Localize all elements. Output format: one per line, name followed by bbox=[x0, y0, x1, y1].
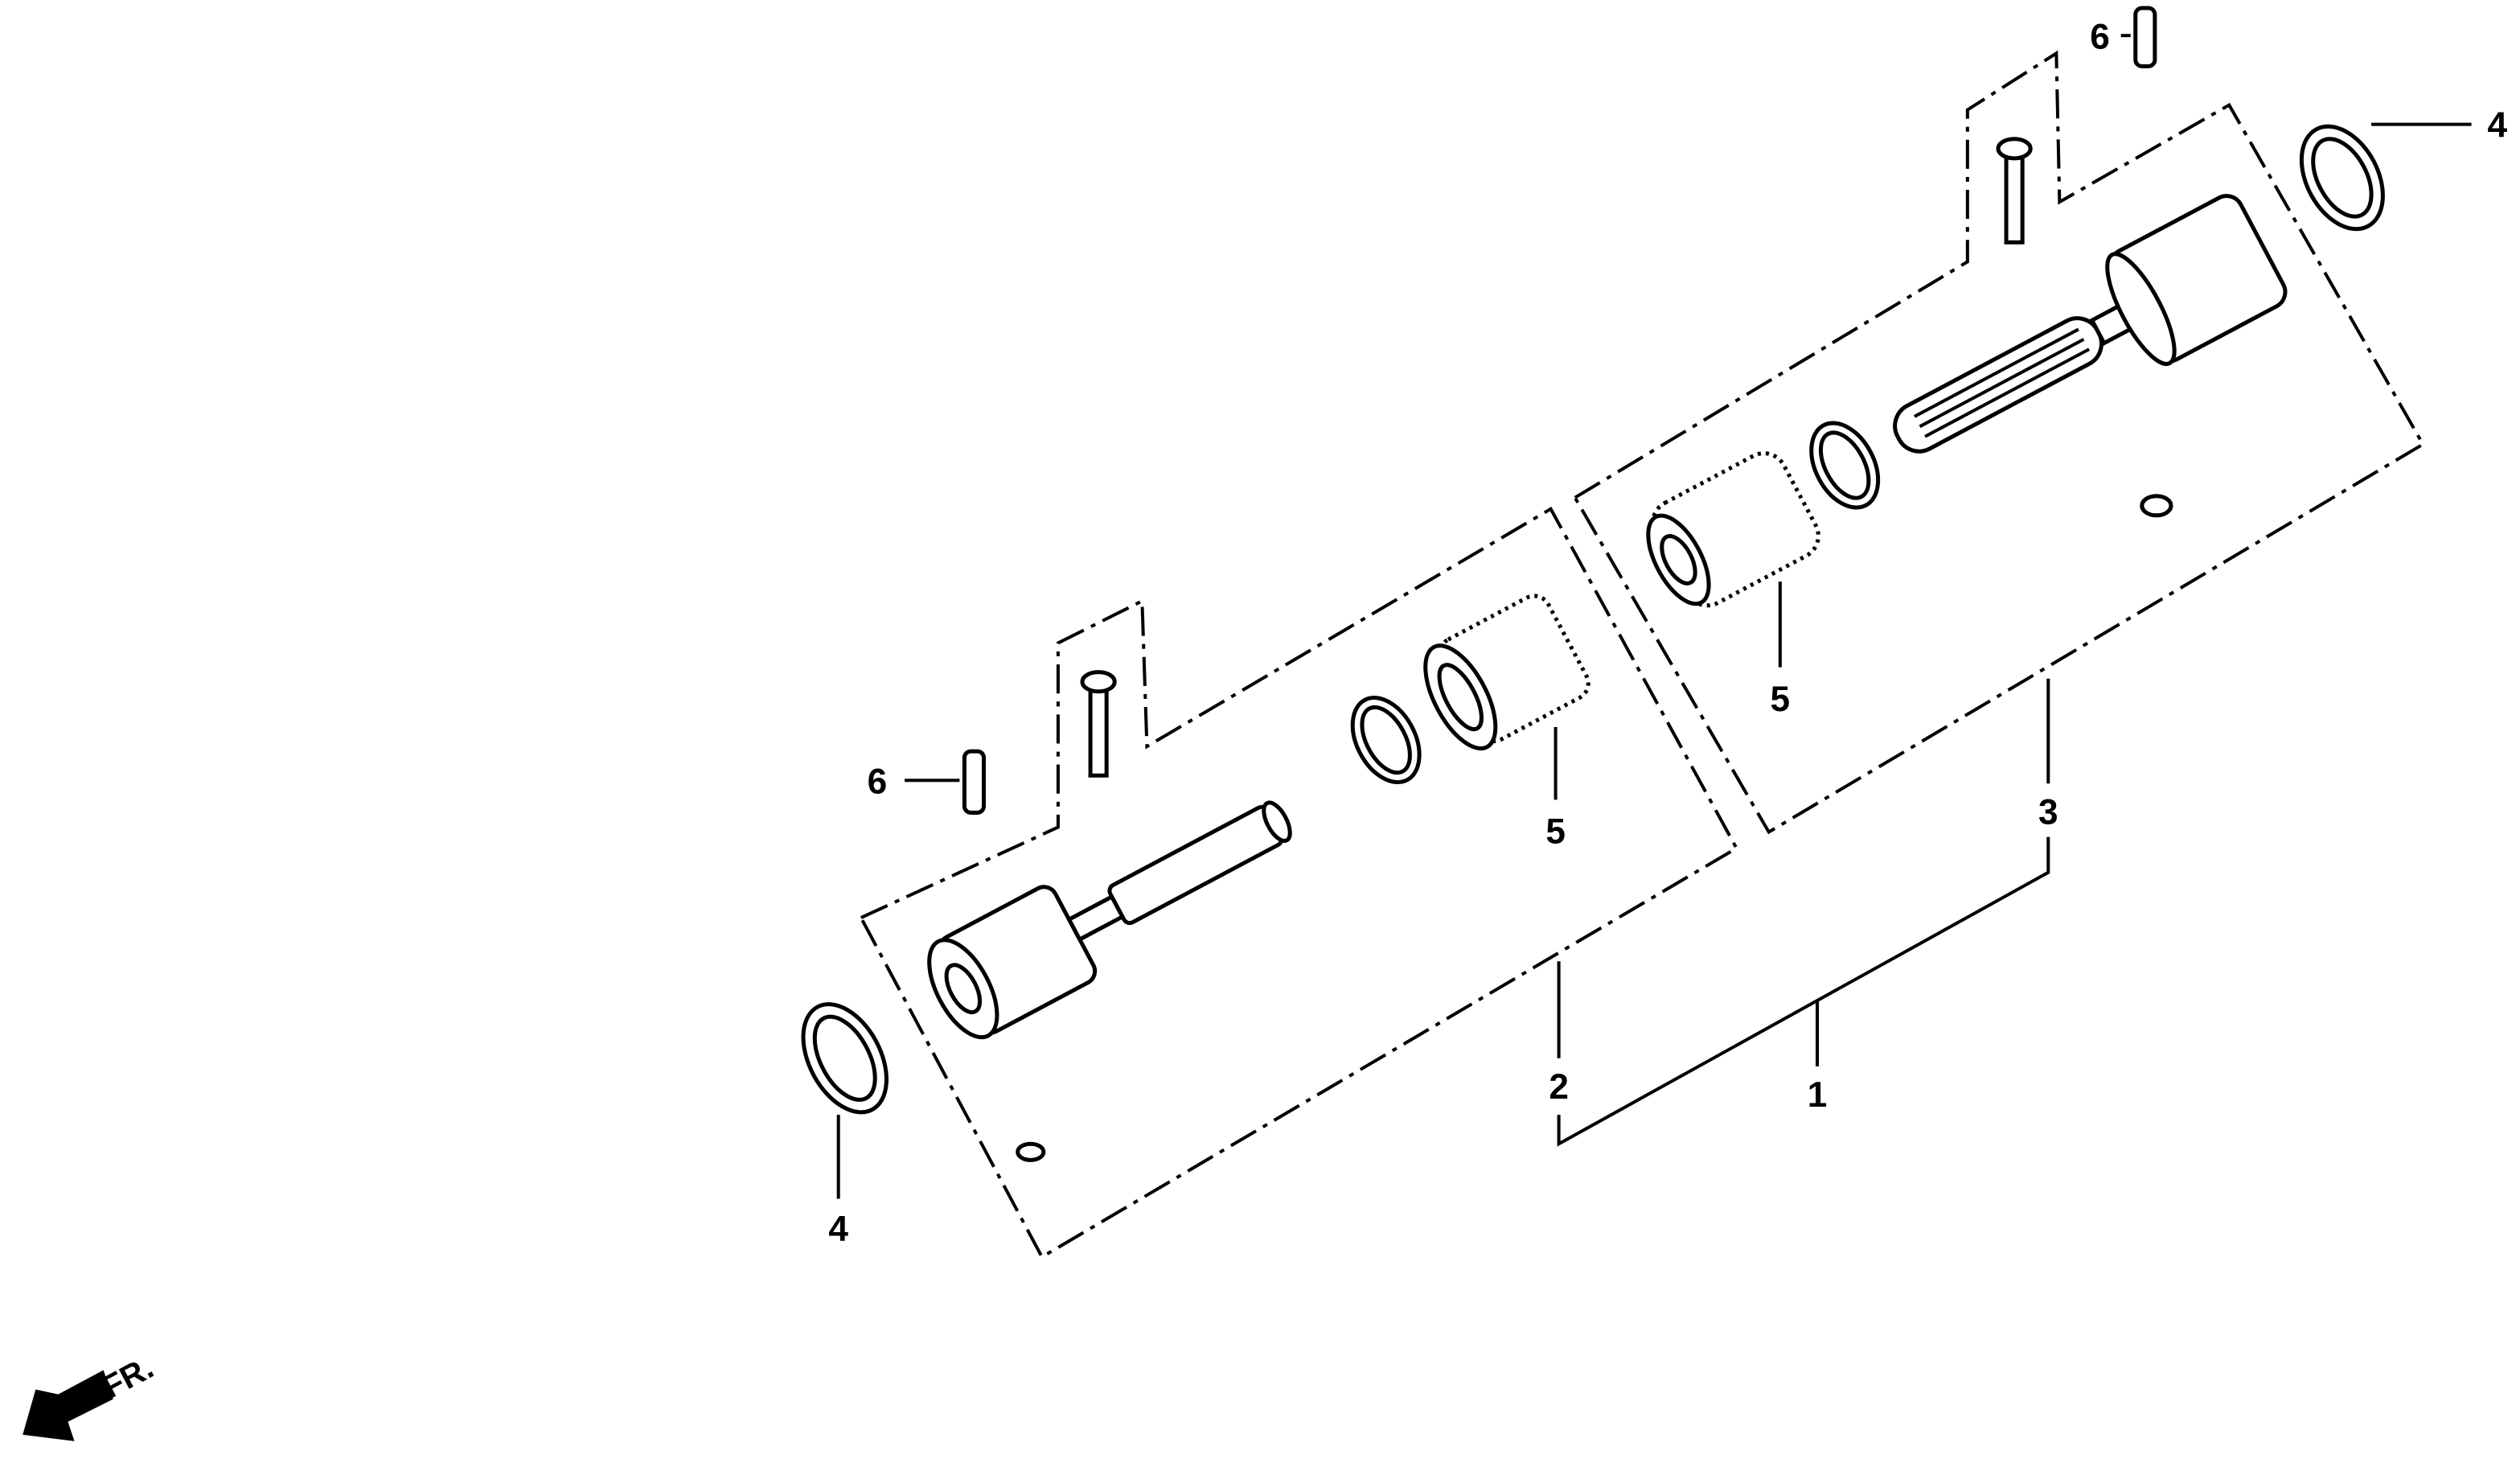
callout-part-6-right: 6 bbox=[2090, 17, 2110, 56]
left-boot-band bbox=[801, 1002, 889, 1115]
right-clip-icon bbox=[2140, 494, 2173, 518]
left-pin bbox=[962, 749, 987, 815]
callout-part-4-right: 4 bbox=[2487, 106, 2507, 146]
callout-part-2: 2 bbox=[1549, 1067, 1569, 1107]
left-clip-icon bbox=[1016, 1141, 1046, 1162]
outboard-joint-group-outline bbox=[1572, 50, 2426, 835]
right-boot-band bbox=[2299, 124, 2385, 232]
inboard-joint-housing bbox=[927, 800, 1292, 1040]
left-circlip bbox=[1350, 696, 1422, 785]
outboard-bolt bbox=[1996, 137, 2033, 244]
left-boot bbox=[1423, 594, 1590, 751]
right-circlip bbox=[1809, 421, 1881, 510]
right-boot bbox=[1646, 451, 1820, 608]
inboard-joint-group-outline bbox=[859, 506, 1739, 1259]
callout-part-3: 3 bbox=[2038, 792, 2058, 832]
outboard-joint-shaft bbox=[1893, 194, 2288, 454]
callout-part-6-left: 6 bbox=[868, 762, 888, 801]
inboard-bolt bbox=[1080, 670, 1117, 778]
callout-part-5-right: 5 bbox=[1771, 680, 1791, 719]
callout-part-4-left: 4 bbox=[828, 1210, 848, 1249]
callout-part-5-left: 5 bbox=[1545, 812, 1566, 852]
callout-part-1: 1 bbox=[1808, 1075, 1828, 1115]
front-direction-arrow-icon bbox=[23, 1370, 113, 1441]
right-pin bbox=[2133, 6, 2157, 68]
